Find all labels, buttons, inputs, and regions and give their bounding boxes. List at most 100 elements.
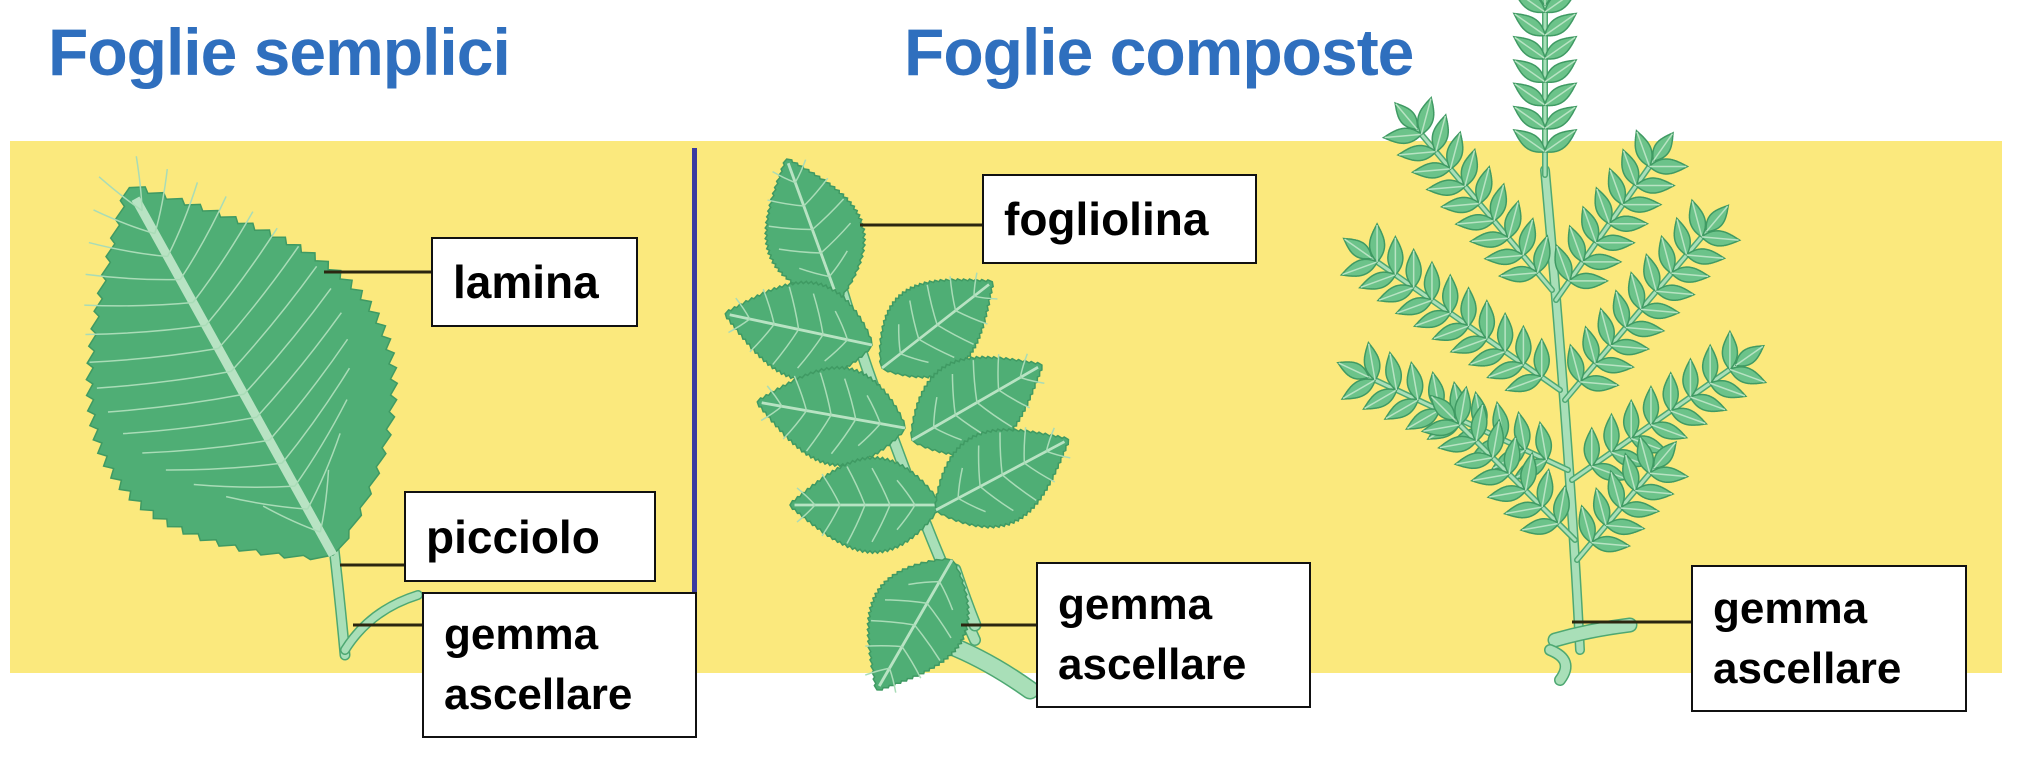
leaf-midrib xyxy=(1536,236,1548,273)
terminal-leaflet xyxy=(1652,131,1674,162)
leaflet xyxy=(1621,148,1640,187)
leaf-midrib xyxy=(1649,472,1687,478)
leaf-midrib xyxy=(1544,0,1576,13)
leaflet xyxy=(1512,35,1546,60)
simple-leaf-illustration xyxy=(84,156,423,661)
leaf-midrib xyxy=(1661,237,1673,274)
leaflet xyxy=(1709,379,1748,399)
leaf-vein xyxy=(193,399,348,488)
leaf-vein xyxy=(1019,353,1045,385)
leaflet xyxy=(1416,95,1435,136)
leaf-midrib xyxy=(1630,273,1642,310)
leaflet xyxy=(1512,0,1546,14)
leaf-vein xyxy=(999,432,1037,501)
leaflet xyxy=(1619,501,1661,518)
leaflet xyxy=(1520,451,1538,492)
terminal-leaflet xyxy=(1336,361,1370,380)
title-foglie-semplici: Foglie semplici xyxy=(48,15,511,89)
leaflet xyxy=(1544,128,1578,153)
leaflet xyxy=(756,365,906,468)
leaf-midrib xyxy=(1389,353,1398,391)
leaf-midrib xyxy=(1705,205,1729,232)
leaf-vein xyxy=(772,286,800,366)
leaflet xyxy=(1533,234,1551,274)
leaflet xyxy=(1394,297,1433,316)
leaf-vein xyxy=(796,487,816,523)
leaf-midrib xyxy=(911,366,1039,442)
leaflet xyxy=(1636,434,1655,475)
leaflet xyxy=(1468,231,1510,248)
leaflet xyxy=(1607,167,1627,206)
leaflet xyxy=(1483,248,1524,266)
leaf-vein xyxy=(89,245,300,363)
leaflet xyxy=(1579,375,1620,392)
leaflet xyxy=(878,272,998,379)
leaf-midrib xyxy=(1385,399,1419,420)
label-text: gemma xyxy=(1058,580,1213,629)
leaf-midrib xyxy=(1464,150,1476,187)
leaf-midrib xyxy=(1378,286,1414,301)
leaf-midrib xyxy=(1556,246,1571,282)
leaflet xyxy=(1431,322,1470,341)
leaflet xyxy=(1504,373,1543,393)
leaf-midrib xyxy=(1686,254,1724,259)
leaf-midrib xyxy=(1544,36,1576,60)
leaf-midrib xyxy=(1360,274,1396,289)
leaf-midrib xyxy=(1541,470,1550,508)
leaf-vein xyxy=(908,580,954,611)
leaflet xyxy=(1410,162,1452,179)
leaf-midrib xyxy=(1652,133,1674,162)
leaflet xyxy=(1701,343,1719,385)
leaf-midrib xyxy=(1639,437,1651,474)
leaflet xyxy=(1387,235,1404,276)
leaflet xyxy=(1453,452,1494,470)
leaf-vein xyxy=(865,644,922,679)
leaf-vein xyxy=(805,372,832,452)
leaflet xyxy=(1339,258,1379,277)
leaflet xyxy=(1486,485,1527,503)
leaf-midrib xyxy=(1539,423,1548,461)
leaflet xyxy=(1431,113,1450,153)
leaf-vein xyxy=(865,667,897,693)
leaflet xyxy=(1670,266,1711,283)
leaf-midrib xyxy=(1544,83,1576,106)
leaflet xyxy=(1496,311,1514,353)
pinna-rachis xyxy=(1575,466,1656,562)
leaflet xyxy=(1544,105,1578,130)
leaflet xyxy=(1470,402,1488,443)
leaf-midrib xyxy=(1491,421,1500,458)
leaf-vein xyxy=(857,395,882,447)
leaflet xyxy=(1634,483,1675,501)
leaf-vein xyxy=(821,473,841,537)
leaf-midrib xyxy=(1486,254,1524,260)
leaflet xyxy=(1504,199,1522,240)
leaflet xyxy=(1578,504,1596,544)
section-divider xyxy=(692,148,697,673)
label-text: gemma xyxy=(444,610,599,659)
leaf-vein xyxy=(123,312,342,435)
leaf-midrib xyxy=(1635,489,1672,495)
label-text: lamina xyxy=(453,256,599,308)
leaf-vein xyxy=(262,469,330,533)
leaf-vein xyxy=(896,479,916,531)
leaflet xyxy=(1642,385,1660,426)
leaf-midrib xyxy=(1407,409,1440,430)
leaf-midrib xyxy=(1449,133,1461,170)
leaf-midrib xyxy=(1507,202,1519,239)
label-text: gemma xyxy=(1713,583,1868,633)
leaf-midrib xyxy=(1338,362,1369,378)
leaflet xyxy=(1515,324,1532,366)
leaf-midrib xyxy=(761,401,906,430)
leaflet xyxy=(1512,59,1546,84)
leaf-midrib xyxy=(1645,255,1657,292)
leaflet xyxy=(1441,273,1459,315)
leaf-vein xyxy=(909,300,955,359)
leaf-midrib xyxy=(1544,106,1576,130)
leaf-midrib xyxy=(131,196,337,558)
bipinnate-compound-leaf-illustration xyxy=(1336,0,1768,686)
leaf-midrib xyxy=(1580,381,1617,386)
leaflet xyxy=(1512,105,1546,130)
leaf-vein xyxy=(142,338,349,454)
leaf-blade xyxy=(764,158,867,301)
